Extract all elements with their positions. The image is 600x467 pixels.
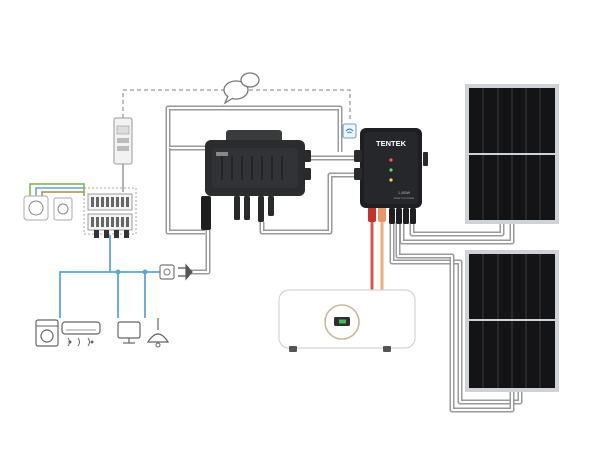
plug-icon — [159, 263, 193, 281]
lamp-icon — [146, 318, 170, 348]
micro-inverter — [201, 130, 311, 230]
monitor-icon — [117, 321, 141, 344]
controller-model-sub: Solar Controller — [394, 196, 415, 200]
solar-panel-bottom — [465, 250, 559, 392]
battery-connector-red — [368, 206, 376, 222]
solar-controller: TENTEK 1,400W Solar Controller — [354, 128, 428, 224]
controller-brand: TENTEK — [376, 139, 407, 148]
ac-unit-icon — [61, 321, 101, 347]
smart-meter-icon — [113, 117, 133, 192]
chat-bubbles-icon — [223, 72, 260, 105]
cables — [165, 105, 523, 413]
wifi-icon — [342, 123, 357, 139]
breaker-panel-icon — [23, 183, 137, 238]
battery — [278, 289, 416, 352]
household-circuit — [59, 235, 160, 318]
solar-panel-top — [465, 84, 559, 224]
battery-connector-orange — [378, 206, 386, 222]
controller-model: 1,400W — [398, 191, 411, 195]
washing-machine-icon — [35, 319, 59, 347]
